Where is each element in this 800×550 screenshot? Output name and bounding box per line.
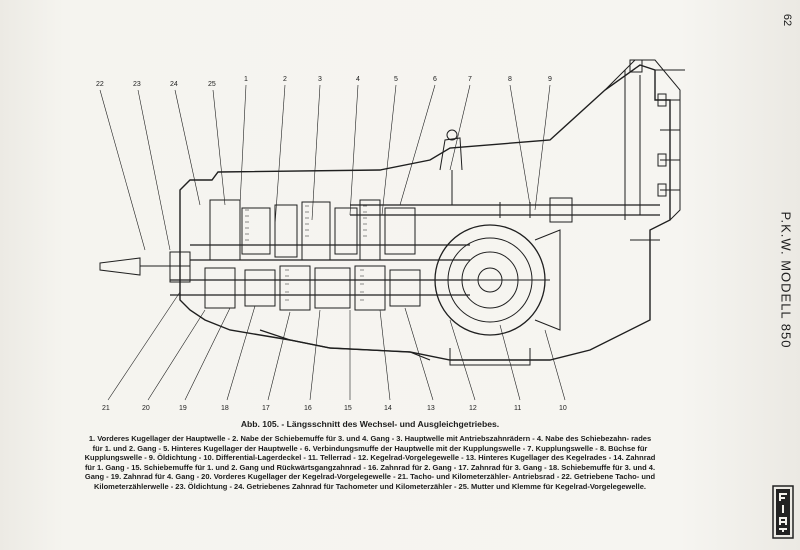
front-shaft-end [99, 251, 191, 283]
callout-21: 21 [102, 405, 110, 412]
page-number-text: 62 [781, 13, 793, 27]
figure-legend: 1. Vorderes Kugellager der Hauptwelle - … [84, 434, 656, 491]
legend-line: 18. Schiebemuffe für 3. und 4. Gang - 19… [84, 462, 656, 482]
callout-11: 11 [514, 405, 521, 412]
callout-25: 25 [208, 81, 216, 88]
callout-24: 24 [170, 81, 178, 88]
legend-line: Kegelrades - 14. Zahnrad für 1. Gang - 1… [84, 453, 656, 472]
pinion-shaft [170, 265, 470, 311]
callout-20: 20 [142, 405, 150, 412]
callout-17: 17 [262, 405, 270, 412]
callouts-top: 22 23 24 25 1 2 3 4 5 6 7 8 9 [96, 76, 552, 88]
callout-3: 3 [318, 76, 322, 83]
callout-22: 22 [96, 81, 104, 88]
callout-7: 7 [468, 76, 472, 83]
legend-line: 8. Büchse für Kupplungswelle - 9. Öldich… [84, 443, 648, 463]
callout-1: 1 [244, 76, 248, 83]
flange-bolts [629, 59, 685, 241]
bell-housing-flange [604, 59, 681, 221]
figure-title: Abb. 105. - Längsschnitt des Wechsel- un… [240, 419, 500, 429]
fiat-logo [770, 484, 796, 540]
bottom-cover [259, 329, 431, 361]
shift-fork [439, 129, 463, 205]
callout-13: 13 [427, 405, 435, 412]
callouts-bottom: 21 20 19 18 17 16 15 14 13 12 11 10 [102, 405, 567, 412]
legend-line: 1. Vorderes Kugellager der Hauptwelle - … [88, 434, 630, 443]
housing-outline [179, 64, 671, 361]
differential [430, 224, 561, 336]
gear-teeth [245, 205, 367, 301]
callout-14: 14 [384, 405, 392, 412]
callout-6: 6 [433, 76, 437, 83]
legend-line: und Klemme für Kegelrad-Vorgelegewelle. [496, 481, 646, 491]
callout-4: 4 [356, 76, 360, 83]
callout-8: 8 [508, 76, 512, 83]
callout-9: 9 [548, 76, 552, 83]
running-title: P.K.W. MODELL 850 [774, 200, 798, 360]
callout-2: 2 [283, 76, 287, 83]
legend-line: Antriebsrad - 22. Getriebene Tacho- und … [94, 472, 656, 491]
gearbox-section-drawing: 22 23 24 25 1 2 3 4 5 6 7 8 9 21 20 19 1… [96, 59, 685, 412]
callout-5: 5 [394, 76, 398, 83]
callout-15: 15 [344, 405, 352, 412]
leader-lines-bottom [107, 291, 566, 401]
callout-16: 16 [304, 405, 312, 412]
page-number: 62 [780, 8, 794, 32]
running-title-text: P.K.W. MODELL 850 [778, 211, 794, 349]
leader-lines-top [99, 84, 551, 251]
callout-23: 23 [133, 81, 141, 88]
callout-19: 19 [179, 405, 187, 412]
callout-10: 10 [559, 405, 567, 412]
main-shaft [190, 199, 470, 261]
legend-line: rades für 1. und 2. Gang - 5. Hinteres K… [92, 434, 652, 453]
callout-18: 18 [221, 405, 229, 412]
clutch-shaft [350, 197, 660, 223]
callout-12: 12 [469, 405, 477, 412]
